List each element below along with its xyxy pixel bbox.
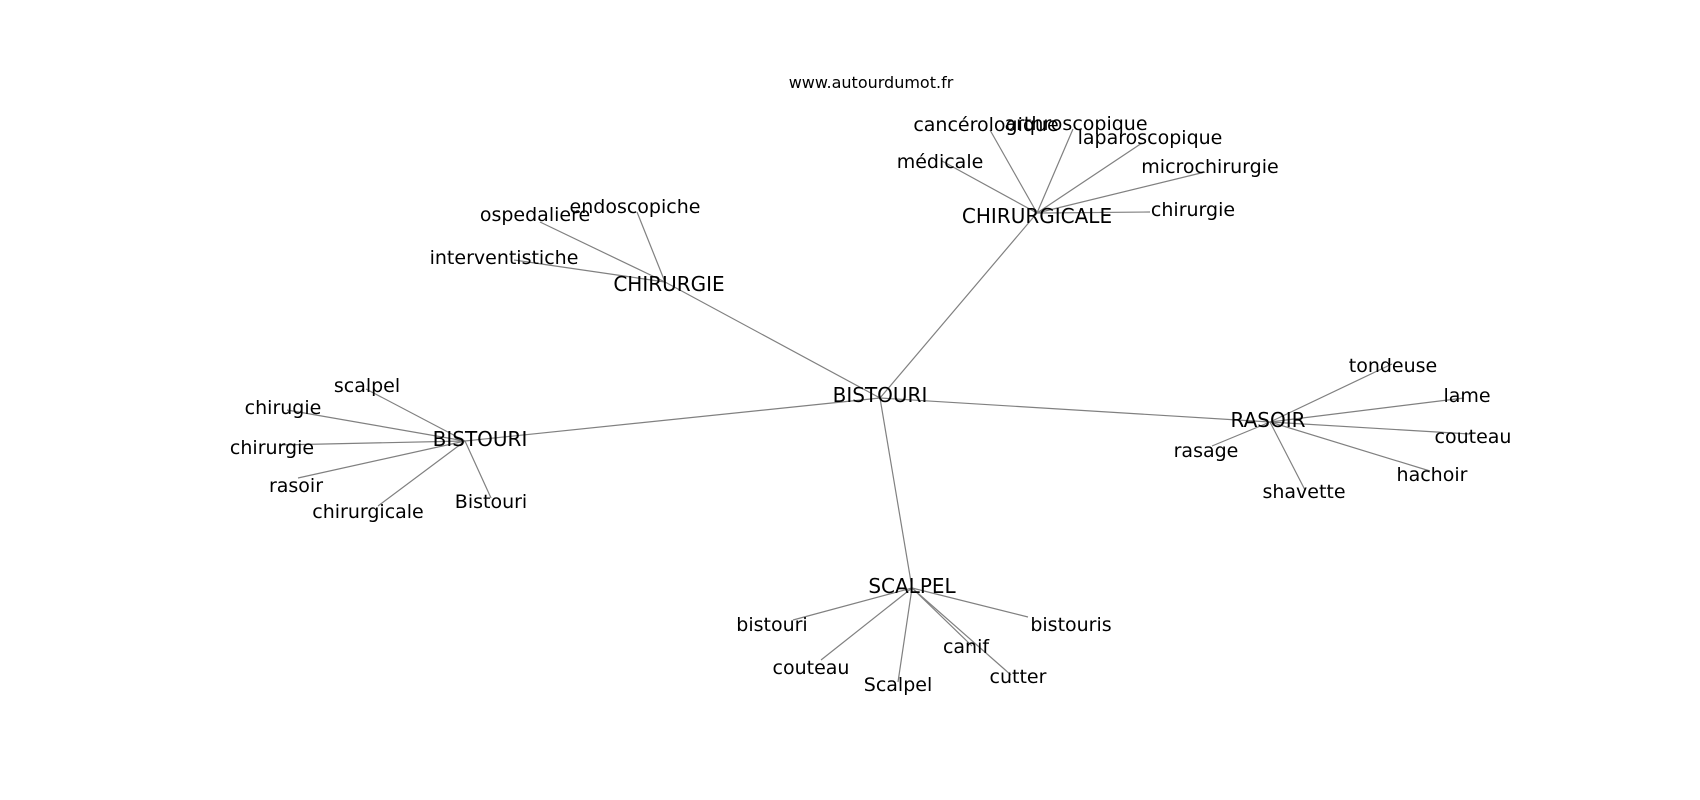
node-rasoir-leaf-4[interactable]: hachoir <box>1397 464 1468 486</box>
node-center[interactable]: BISTOURI <box>833 383 928 407</box>
edge-rasoir-3 <box>1211 421 1271 447</box>
edge-bistouri-0 <box>365 388 466 442</box>
edge-scalpel-4 <box>897 587 913 683</box>
edge-bistouri-1 <box>286 409 466 442</box>
node-scalpel-leaf-1[interactable]: bistouris <box>1030 614 1111 636</box>
edge-center-scalpel <box>879 397 913 589</box>
edge-bistouri-5 <box>464 440 492 499</box>
node-scalpel-leaf-2[interactable]: canif <box>943 636 990 658</box>
edge-bistouri-2 <box>278 440 466 446</box>
node-scalpel-leaf-5[interactable]: cutter <box>990 666 1047 688</box>
node-rasoir-leaf-1[interactable]: lame <box>1443 385 1490 407</box>
edge-rasoir-0 <box>1269 363 1393 423</box>
edge-chirurgie-1 <box>636 211 666 283</box>
node-bistouri-leaf-3[interactable]: rasoir <box>269 475 323 497</box>
node-chirurgie[interactable]: CHIRURGIE <box>613 272 724 296</box>
edge-rasoir-1 <box>1269 397 1465 423</box>
edge-scalpel-5 <box>911 587 1012 676</box>
graph-edges <box>278 128 1471 683</box>
node-chirurgicale-leaf-2[interactable]: laparoscopique <box>1078 127 1223 149</box>
node-chirurgicale-leaf-3[interactable]: médicale <box>897 151 984 173</box>
edge-rasoir-4 <box>1269 421 1431 472</box>
node-chirurgie-leaf-0[interactable]: ospedaliere <box>480 204 590 226</box>
edge-rasoir-5 <box>1269 421 1306 491</box>
node-bistouri[interactable]: BISTOURI <box>433 427 528 451</box>
node-bistouri-leaf-5[interactable]: Bistouri <box>455 491 527 513</box>
edge-chirurgicale-0 <box>989 129 1038 214</box>
edge-center-chirurgicale <box>879 212 1038 399</box>
node-chirurgicale-leaf-5[interactable]: chirurgie <box>1151 199 1235 221</box>
node-scalpel-leaf-3[interactable]: couteau <box>773 657 850 679</box>
edge-rasoir-2 <box>1269 421 1471 435</box>
edge-chirurgicale-2 <box>1036 142 1143 214</box>
edge-chirurgicale-4 <box>1036 171 1206 214</box>
node-chirurgicale-leaf-1[interactable]: arthroscopique <box>1004 113 1147 135</box>
node-bistouri-leaf-2[interactable]: chirurgie <box>230 437 314 459</box>
edge-bistouri-3 <box>297 440 466 479</box>
node-scalpel[interactable]: SCALPEL <box>868 574 956 598</box>
graph-labels: www.autourdumot.fr BISTOURI CHIRURGICALE c… <box>230 73 1512 696</box>
edge-scalpel-2 <box>911 587 973 647</box>
node-chirurgicale[interactable]: CHIRURGICALE <box>962 204 1112 228</box>
node-bistouri-leaf-0[interactable]: scalpel <box>334 375 400 397</box>
node-chirurgie-leaf-2[interactable]: interventistiche <box>430 247 579 269</box>
node-rasoir-leaf-5[interactable]: shavette <box>1262 481 1345 503</box>
node-rasoir-leaf-0[interactable]: tondeuse <box>1349 355 1438 377</box>
edge-center-bistouri <box>464 397 881 442</box>
edge-chirurgie-0 <box>539 221 666 283</box>
edge-scalpel-1 <box>911 587 1029 618</box>
node-rasoir-leaf-2[interactable]: couteau <box>1435 426 1512 448</box>
edge-bistouri-4 <box>377 440 466 507</box>
site-url[interactable]: www.autourdumot.fr <box>789 73 954 92</box>
edge-chirurgie-2 <box>513 259 666 283</box>
node-bistouri-leaf-1[interactable]: chirugie <box>245 397 322 419</box>
edge-scalpel-0 <box>792 587 913 621</box>
edge-chirurgicale-3 <box>941 160 1038 214</box>
node-bistouri-leaf-4[interactable]: chirurgicale <box>312 501 424 523</box>
node-chirurgicale-leaf-0[interactable]: cancérologique <box>913 114 1058 136</box>
node-chirurgicale-leaf-4[interactable]: microchirurgie <box>1141 156 1278 178</box>
node-scalpel-leaf-0[interactable]: bistouri <box>736 614 807 636</box>
edge-center-rasoir <box>879 397 1271 423</box>
node-scalpel-leaf-4[interactable]: Scalpel <box>864 674 932 696</box>
edge-chirurgicale-5 <box>1036 211 1151 214</box>
edge-center-chirurgie <box>664 281 881 399</box>
edge-chirurgicale-1 <box>1036 128 1074 214</box>
node-chirurgie-leaf-1[interactable]: endoscopiche <box>570 196 701 218</box>
edge-scalpel-3 <box>820 587 913 661</box>
node-rasoir-leaf-3[interactable]: rasage <box>1174 440 1239 462</box>
node-rasoir[interactable]: RASOIR <box>1231 408 1306 432</box>
